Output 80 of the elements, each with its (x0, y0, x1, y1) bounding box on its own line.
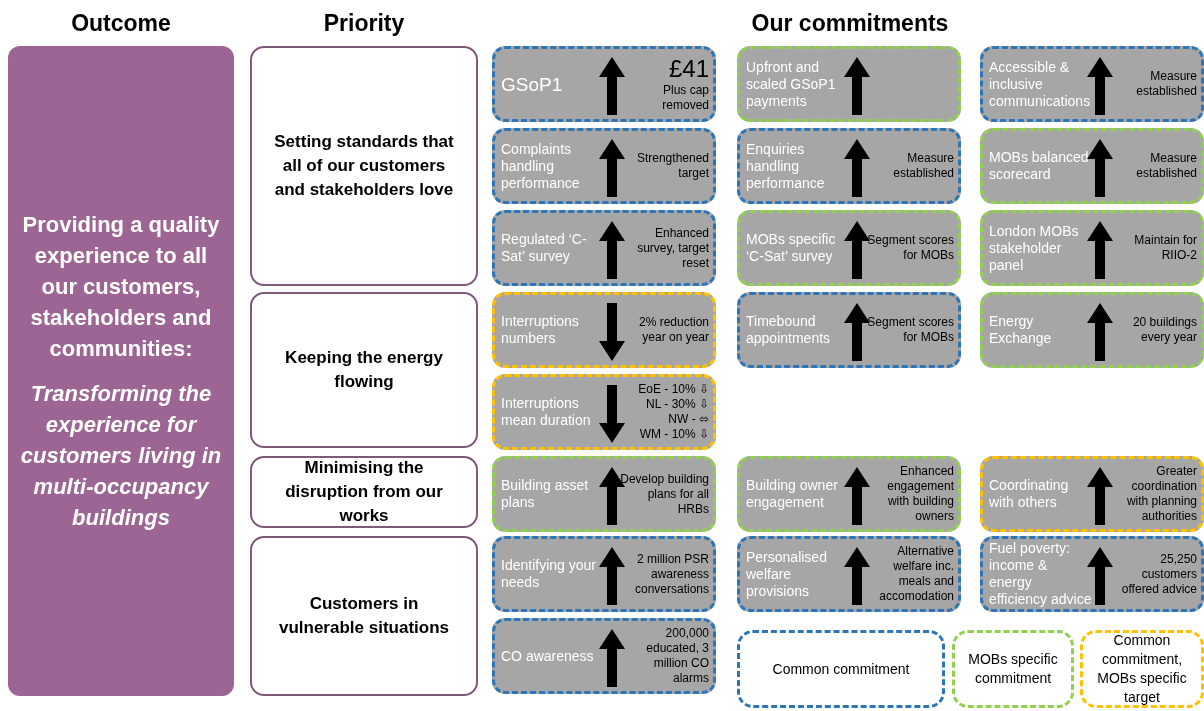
commitment-card (492, 128, 716, 204)
priority-box (250, 292, 478, 448)
commitment-card (492, 456, 716, 532)
commitment-card (737, 210, 961, 286)
commitment-card (737, 46, 961, 122)
target-text: EoE - 10% ⇩ (638, 382, 709, 397)
target-text: Measure established (1135, 151, 1197, 181)
commitment-card (492, 536, 716, 612)
legend-label: MOBs specific commitment (967, 650, 1059, 688)
target-text: Segment scores for MOBs (866, 315, 954, 345)
target-text: Greater coordination with planning authorities (1125, 464, 1197, 524)
commitment-card (737, 456, 961, 532)
target-text: Develop building plans for all HRBs (619, 471, 709, 517)
target-text: 20 buildings every year (1131, 315, 1197, 345)
commitment-card (980, 536, 1204, 612)
outcome-text: Providing a quality experience to all our customers, stakeholders and communities: (21, 211, 221, 363)
commitment-card (980, 456, 1204, 532)
commitment-name: Complaints handling performance (501, 140, 581, 192)
commitment-name: London MOBs stakeholder panel (989, 222, 1080, 274)
commitment-name: Energy Exchange (989, 313, 1053, 347)
column-heading: Outcome (70, 10, 172, 37)
priority-label: Minimising the disruption from our works (284, 457, 444, 527)
priority-box (250, 536, 478, 696)
commitment-card (980, 292, 1204, 368)
commitment-card (492, 46, 716, 122)
priority-box (250, 456, 478, 528)
target-text: Measure established (1135, 69, 1197, 99)
target-text: 25,250 customers offered advice (1120, 551, 1197, 597)
commitment-card (980, 128, 1204, 204)
commitment-name: Regulated ‘C-Sat’ survey (501, 231, 588, 265)
commitment-name: Coordinating with others (989, 477, 1070, 511)
commitment-name: Interruptions numbers (501, 313, 580, 347)
commitment-card (492, 210, 716, 286)
commitment-card (737, 292, 961, 368)
commitment-name: Timebound appointments (746, 313, 832, 347)
commitment-card (492, 292, 716, 368)
commitment-name: Identifying your needs (501, 557, 597, 591)
target-text: Strengthened target (635, 151, 709, 181)
priority-label: Customers in vulnerable situations (277, 593, 450, 639)
target-text: NL - 30% ⇩ (646, 397, 709, 412)
commitment-name: CO awareness (501, 647, 594, 665)
legend-label: Common commitment (772, 659, 910, 679)
target-text: 2% reduction year on year (637, 315, 709, 345)
commitment-name: Building asset plans (501, 477, 590, 511)
commitment-name: Upfront and scaled GSoP1 payments (746, 58, 837, 110)
commitment-name: Building owner engagement (746, 477, 839, 511)
commitment-card (980, 210, 1204, 286)
priority-label: Setting standards that all of our customers and stakeholders love (273, 131, 455, 201)
outcome-text: Transforming the experience for customers living in multi-occupancy buildings (19, 380, 223, 532)
commitment-name: Accessible & inclusive communications (989, 58, 1092, 110)
target-text: Enhanced survey, target reset (636, 225, 709, 271)
target-text: Measure established (892, 151, 954, 181)
target-text: 200,000 educated, 3 million CO alarms (645, 626, 709, 686)
commitment-name: GSoP1 (501, 75, 563, 93)
target-text: NW - ⬄ (668, 412, 709, 427)
commitment-card (492, 374, 716, 450)
target-text: 2 million PSR awareness conversations (633, 551, 709, 597)
target-text: Enhanced engagement with building owners (886, 464, 954, 524)
target-text: Maintain for RIIO-2 (1133, 233, 1197, 263)
target-text: Plus cap removed (661, 83, 709, 113)
commitment-name: Enquiries handling performance (746, 140, 826, 192)
priority-label: Keeping the energy flowing (284, 347, 444, 393)
commitment-card (980, 46, 1204, 122)
target-text: Alternative welfare inc. meals and accomodation (878, 544, 954, 604)
outcome-panel (8, 46, 234, 696)
commitment-name: Personalised welfare provisions (746, 548, 828, 600)
commitment-name: Interruptions mean duration (501, 395, 592, 429)
target-text: WM - 10% ⇩ (639, 427, 709, 442)
commitment-name: Fuel poverty: income & energy efficiency advice (989, 540, 1093, 608)
commitment-name: MOBs balanced scorecard (989, 149, 1090, 183)
column-heading: Our commitments (750, 10, 950, 37)
priority-box (250, 46, 478, 286)
commitment-name: MOBs specific ‘C-Sat’ survey (746, 231, 837, 265)
commitment-card (737, 128, 961, 204)
target-text: Segment scores for MOBs (866, 233, 954, 263)
commitment-card (492, 618, 716, 694)
target-text: £41 (668, 55, 709, 83)
commitment-card (737, 536, 961, 612)
column-heading: Priority (322, 10, 406, 37)
legend-label: Common commitment, MOBs specific target (1096, 631, 1188, 707)
